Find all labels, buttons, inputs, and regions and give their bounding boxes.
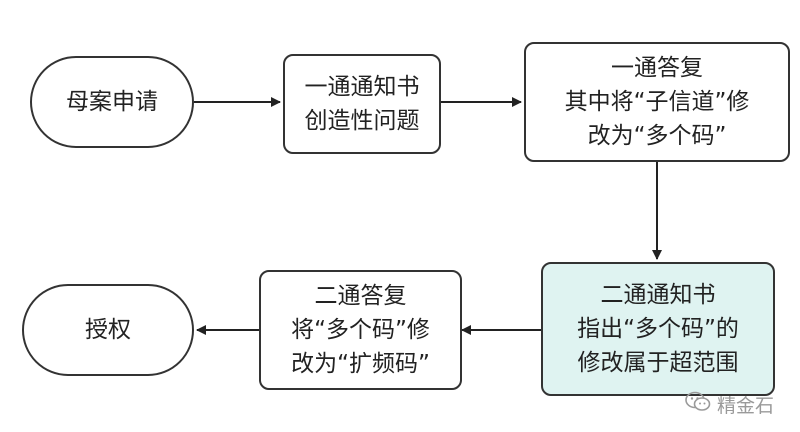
node-text-line: 一通答复 — [611, 55, 703, 81]
node-second-office-action: 二通通知书 指出“多个码”的 修改属于超范围 — [541, 262, 775, 396]
node-text-line: 二通答复 — [314, 283, 407, 309]
node-text-line: 改为“多个码” — [587, 123, 727, 149]
wechat-icon — [685, 391, 711, 418]
node-text-line: 创造性问题 — [304, 108, 420, 134]
watermark-text: 精金石 — [716, 395, 774, 417]
node-text-line: 授权 — [85, 317, 131, 343]
node-second-response: 二通答复 将“多个码”修 改为“扩频码” — [259, 270, 462, 390]
node-grant: 授权 — [22, 284, 194, 376]
node-parent-application: 母案申请 — [30, 56, 194, 148]
node-text-line: 将“多个码”修 — [291, 317, 430, 343]
node-text-line: 改为“扩频码” — [291, 351, 430, 377]
node-text-line: 母案申请 — [66, 89, 158, 115]
node-first-office-action: 一通通知书 创造性问题 — [283, 54, 441, 154]
node-text-line: 一通通知书 — [304, 74, 420, 100]
node-text-line: 指出“多个码”的 — [577, 316, 739, 342]
node-text-line: 修改属于超范围 — [577, 350, 739, 376]
node-text-line: 其中将“子信道”修 — [564, 89, 750, 115]
node-text-line: 二通通知书 — [600, 282, 716, 308]
node-first-response: 一通答复 其中将“子信道”修 改为“多个码” — [524, 42, 790, 162]
watermark: 精金石 — [685, 391, 774, 418]
